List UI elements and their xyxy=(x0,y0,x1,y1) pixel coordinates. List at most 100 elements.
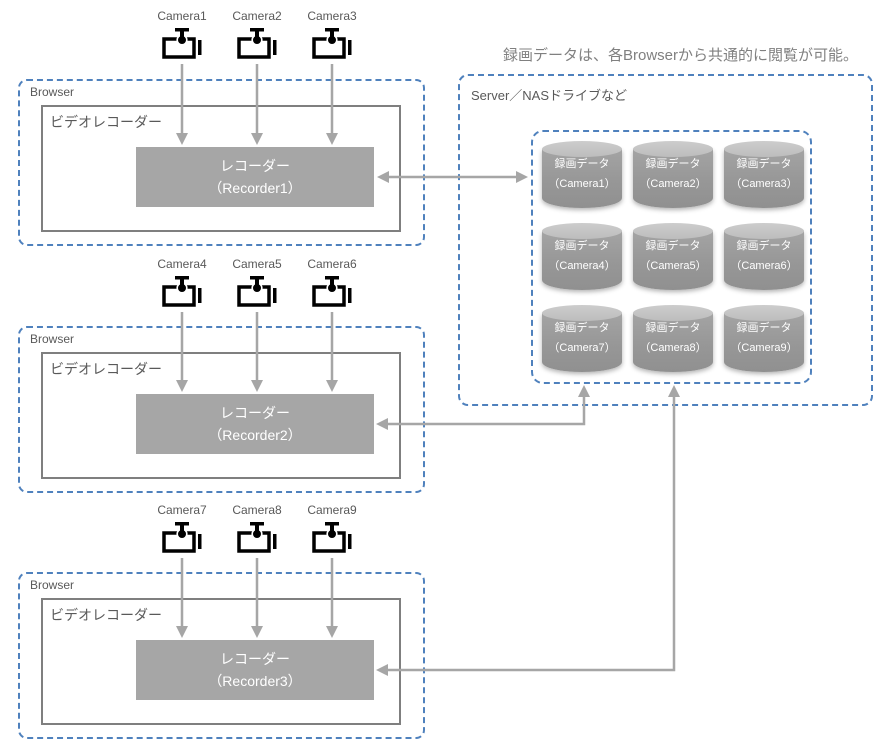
recorder-3-name: （Recorder3） xyxy=(208,672,302,689)
cylinder-label-line1: 録画データ xyxy=(554,240,610,252)
cylinder-label: 録画データ （Camera3） xyxy=(724,154,804,194)
video-recorder-box-2: ビデオレコーダー レコーダー （Recorder2） xyxy=(41,352,401,479)
cylinder-body xyxy=(633,149,713,208)
annotation-text: 録画データは、各Browserから共通的に閲覧が可能。 xyxy=(503,47,859,64)
recorder-3-title: レコーダー xyxy=(220,651,290,668)
cylinder-label: 録画データ （Camera4） xyxy=(542,236,622,276)
video-camera-icon xyxy=(162,28,202,59)
cylinder-camera3: 録画データ （Camera3） xyxy=(724,141,804,208)
video-camera-icon xyxy=(237,276,277,307)
recorder-2: レコーダー （Recorder2） xyxy=(136,394,374,454)
cylinder-label-line2: （Camera9） xyxy=(730,342,798,354)
camera-unit-8: Camera8 xyxy=(227,502,287,554)
cylinder-label-line1: 録画データ xyxy=(736,240,792,252)
camera-5-label: Camera5 xyxy=(232,257,282,271)
cylinder-body xyxy=(724,231,804,290)
cylinder-top xyxy=(724,141,804,157)
cylinder-camera4: 録画データ （Camera4） xyxy=(542,223,622,290)
recorder-2-name: （Recorder2） xyxy=(208,426,302,443)
browser-label-3: Browser xyxy=(30,578,75,592)
cylinder-top xyxy=(542,223,622,239)
cylinder-top xyxy=(633,305,713,321)
cylinder-label-line1: 録画データ xyxy=(645,240,701,252)
cylinder-label-line2: （Camera2） xyxy=(639,178,707,190)
cylinder-body xyxy=(633,313,713,372)
browser-box-3: Browser ビデオレコーダー レコーダー （Recorder3） xyxy=(18,572,425,739)
camera-6-label: Camera6 xyxy=(307,257,357,271)
video-camera-icon xyxy=(162,276,202,307)
cylinder-label-line1: 録画データ xyxy=(645,322,701,334)
cylinder-label-line1: 録画データ xyxy=(645,158,701,170)
cylinder-label-line1: 録画データ xyxy=(736,322,792,334)
cylinder-body xyxy=(542,231,622,290)
camera-unit-1: Camera1 xyxy=(152,8,212,60)
cylinder-body xyxy=(633,231,713,290)
camera-unit-5: Camera5 xyxy=(227,256,287,308)
cylinder-body xyxy=(724,149,804,208)
cylinder-camera7: 録画データ （Camera7） xyxy=(542,305,622,372)
server-nas-box: Server／NASドライブなど 録画データ （Camera1） 録画データ （… xyxy=(458,74,873,406)
video-recorder-box-3: ビデオレコーダー レコーダー （Recorder3） xyxy=(41,598,401,725)
cylinder-label-line2: （Camera3） xyxy=(730,178,798,190)
video-camera-icon xyxy=(312,28,352,59)
camera-unit-6: Camera6 xyxy=(302,256,362,308)
cylinder-top xyxy=(724,223,804,239)
browser-label-2: Browser xyxy=(30,332,75,346)
cylinder-camera8: 録画データ （Camera8） xyxy=(633,305,713,372)
cylinder-label-line2: （Camera8） xyxy=(639,342,707,354)
cylinder-camera1: 録画データ （Camera1） xyxy=(542,141,622,208)
recorder-3: レコーダー （Recorder3） xyxy=(136,640,374,700)
camera-7-label: Camera7 xyxy=(157,503,207,517)
server-nas-label: Server／NASドライブなど xyxy=(471,88,628,103)
cylinder-label: 録画データ （Camera5） xyxy=(633,236,713,276)
cylinder-camera9: 録画データ （Camera9） xyxy=(724,305,804,372)
video-recorder-label-2: ビデオレコーダー xyxy=(50,361,162,377)
recorder-1-name: （Recorder1） xyxy=(208,179,302,196)
cylinder-top xyxy=(542,305,622,321)
cylinder-label-line2: （Camera5） xyxy=(639,260,707,272)
cylinder-body xyxy=(542,313,622,372)
camera-1-label: Camera1 xyxy=(157,9,207,23)
cylinder-label: 録画データ （Camera6） xyxy=(724,236,804,276)
cylinder-label-line1: 録画データ xyxy=(554,158,610,170)
camera-4-label: Camera4 xyxy=(157,257,207,271)
camera-8-label: Camera8 xyxy=(232,503,282,517)
video-camera-icon xyxy=(237,522,277,553)
cylinder-label-line2: （Camera1） xyxy=(548,178,616,190)
cylinder-body xyxy=(542,149,622,208)
video-camera-icon xyxy=(312,522,352,553)
camera-unit-7: Camera7 xyxy=(152,502,212,554)
cylinder-body xyxy=(724,313,804,372)
browser-box-2: Browser ビデオレコーダー レコーダー （Recorder2） xyxy=(18,326,425,493)
video-camera-icon xyxy=(237,28,277,59)
cylinder-label-line2: （Camera4） xyxy=(548,260,616,272)
cylinder-label-line1: 録画データ xyxy=(736,158,792,170)
video-recorder-label-3: ビデオレコーダー xyxy=(50,607,162,623)
camera-3-label: Camera3 xyxy=(307,9,357,23)
recorded-data-group-box: 録画データ （Camera1） 録画データ （Camera2） 録画データ （C… xyxy=(531,130,812,384)
video-camera-icon xyxy=(312,276,352,307)
cylinder-top xyxy=(633,141,713,157)
cylinder-label-line2: （Camera6） xyxy=(730,260,798,272)
cylinder-label-line1: 録画データ xyxy=(554,322,610,334)
browser-label-1: Browser xyxy=(30,85,75,99)
recorder-1-title: レコーダー xyxy=(220,158,290,175)
camera-unit-9: Camera9 xyxy=(302,502,362,554)
cylinder-camera6: 録画データ （Camera6） xyxy=(724,223,804,290)
video-recorder-label-1: ビデオレコーダー xyxy=(50,114,162,130)
camera-unit-3: Camera3 xyxy=(302,8,362,60)
camera-unit-4: Camera4 xyxy=(152,256,212,308)
cylinder-label: 録画データ （Camera9） xyxy=(724,318,804,358)
cylinder-top xyxy=(633,223,713,239)
recorder-1: レコーダー （Recorder1） xyxy=(136,147,374,207)
cylinder-top xyxy=(724,305,804,321)
cylinder-top xyxy=(542,141,622,157)
camera-9-label: Camera9 xyxy=(307,503,357,517)
camera-unit-2: Camera2 xyxy=(227,8,287,60)
cylinder-label-line2: （Camera7） xyxy=(548,342,616,354)
video-recorder-box-1: ビデオレコーダー レコーダー （Recorder1） xyxy=(41,105,401,232)
cylinder-label: 録画データ （Camera7） xyxy=(542,318,622,358)
video-camera-icon xyxy=(162,522,202,553)
cylinder-camera5: 録画データ （Camera5） xyxy=(633,223,713,290)
